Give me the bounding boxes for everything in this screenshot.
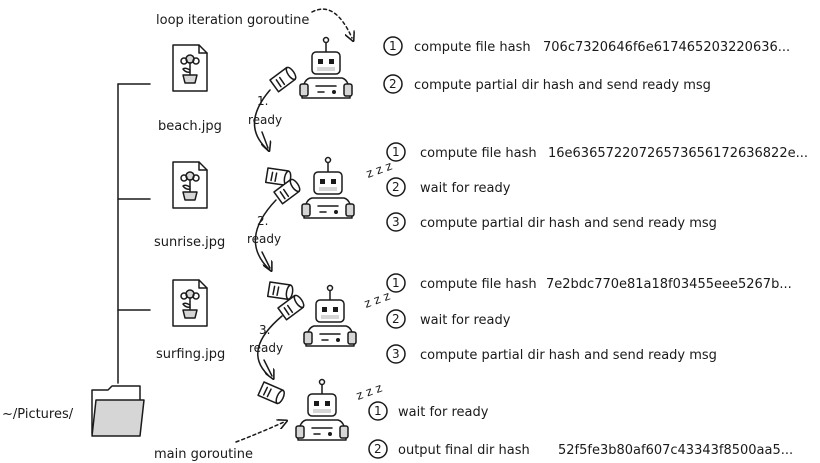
sleep-marks: z z z [362, 289, 392, 311]
loop-goroutine-arrow [311, 8, 352, 38]
step-number: 2 [392, 312, 400, 326]
step-number-circle [386, 142, 406, 162]
step-number-circle [383, 74, 403, 94]
step-number: 1 [389, 39, 397, 53]
ready-arrow [263, 359, 272, 376]
step-number-circle [368, 439, 388, 459]
main-goroutine-arrow [235, 422, 284, 443]
step-text: output final dir hash [398, 443, 530, 458]
robot-icon [299, 36, 353, 99]
step-list-main: 1 wait for ready 2 output final dir hash… [368, 401, 793, 459]
step-text: compute partial dir hash and send ready … [414, 78, 711, 93]
step-hash: 52f5fe3b80af607c43343f8500aa5... [558, 443, 793, 458]
step-text: compute partial dir hash and send ready … [420, 216, 717, 231]
step-list-g1: 1 compute file hash 706c7320646f6e617465… [383, 36, 790, 94]
step-number: 2 [389, 77, 397, 91]
sleep-marks: z z z [354, 381, 384, 403]
step-number: 1 [392, 276, 400, 290]
step-number-circle [386, 177, 406, 197]
step-text: compute partial dir hash and send ready … [420, 348, 717, 363]
ready-arrow [262, 131, 268, 148]
file-name: sunrise.jpg [154, 235, 225, 250]
step-number: 3 [392, 215, 400, 229]
step-text: compute file hash [420, 146, 537, 161]
image-file-icon [172, 161, 208, 209]
step-number-circle [383, 36, 403, 56]
ready-word: ready [248, 113, 282, 127]
robot-icon [301, 156, 355, 219]
step-text: wait for ready [420, 181, 511, 196]
step-list-g3: 1 compute file hash 7e2bdc770e81a18f0345… [386, 273, 792, 364]
ready-number: 1. [257, 94, 268, 108]
image-file-icon [172, 279, 208, 327]
ready-word: ready [247, 232, 281, 246]
step-number-circle [368, 401, 388, 421]
tin-can-icon [254, 376, 290, 411]
ready-string [257, 315, 283, 376]
directory-tree [117, 83, 151, 384]
step-text: wait for ready [420, 313, 511, 328]
step-hash: 16e63657220726573656172636822e... [548, 146, 808, 161]
step-hash: 706c7320646f6e617465203220636... [543, 40, 790, 55]
step-number: 1 [392, 145, 400, 159]
robot-icon [295, 378, 349, 441]
step-text: wait for ready [398, 405, 489, 420]
main-goroutine-label: main goroutine [154, 447, 253, 462]
step-number: 1 [374, 404, 382, 418]
step-number-circle [386, 344, 406, 364]
step-number-circle [386, 273, 406, 293]
robot-icon [303, 284, 357, 347]
ready-arrow [261, 251, 270, 268]
step-list-g2: 1 compute file hash 16e63657220726573656… [386, 142, 808, 232]
step-number: 3 [392, 347, 400, 361]
step-number: 2 [392, 180, 400, 194]
step-hash: 7e2bdc770e81a18f03455eee5267b... [546, 277, 792, 292]
step-number-circle [386, 212, 406, 232]
tin-can-icon [267, 63, 301, 94]
step-text: compute file hash [420, 277, 537, 292]
ready-number: 3. [259, 323, 270, 337]
file-name: beach.jpg [158, 119, 222, 134]
ready-word: ready [249, 341, 283, 355]
step-number: 2 [374, 442, 382, 456]
ready-number: 2. [257, 214, 268, 228]
step-number-circle [386, 309, 406, 329]
loop-goroutine-label: loop iteration goroutine [156, 13, 309, 28]
step-text: compute file hash [414, 40, 531, 55]
folder-icon [91, 385, 145, 437]
file-name: surfing.jpg [156, 347, 225, 362]
folder-label: ~/Pictures/ [2, 407, 74, 422]
image-file-icon [172, 44, 208, 92]
sleep-marks: z z z [364, 159, 394, 181]
